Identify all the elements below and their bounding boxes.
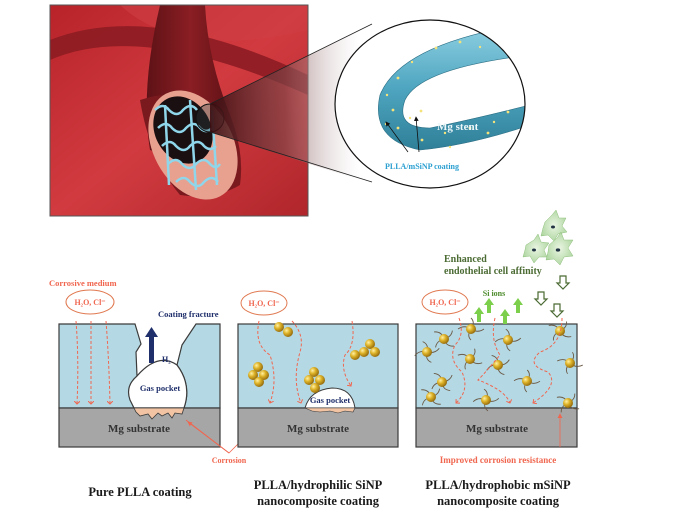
ion-label-1: H₂O, Cl⁻ bbox=[74, 298, 105, 307]
nanoparticle-dots bbox=[384, 34, 517, 149]
mg-stent-label: Mg stent bbox=[437, 121, 479, 133]
gas-pocket-label-2: Gas pocket bbox=[310, 395, 351, 405]
h2-arrow-head bbox=[145, 327, 158, 337]
cell-affinity-line-1: Enhanced bbox=[444, 254, 487, 265]
coating-label: PLLA/mSiNP coating bbox=[385, 162, 459, 171]
msinp-particle bbox=[439, 334, 449, 344]
branch-vessel bbox=[50, 26, 308, 95]
msinp-particle bbox=[493, 360, 503, 370]
gas-pocket-label-1: Gas pocket bbox=[140, 383, 181, 393]
caption-hydrophobic-line-2: nanocomposite coating bbox=[437, 494, 560, 508]
msinp-particle bbox=[522, 376, 532, 386]
cell-attachment-arrows bbox=[533, 275, 571, 318]
panel-pure-plla bbox=[58, 289, 221, 448]
caption-pure-plla: Pure PLLA coating bbox=[88, 485, 192, 499]
corrosive-medium-label: Corrosive medium bbox=[49, 278, 117, 288]
msinp-particle bbox=[465, 354, 475, 364]
gas-pocket bbox=[127, 359, 188, 409]
caption-hydrophobic-line-1: PLLA/hydrophobic mSiNP bbox=[425, 478, 571, 492]
msinp-particles bbox=[414, 317, 583, 413]
coating-fracture-label: Coating fracture bbox=[158, 309, 219, 319]
si-ions-label: Si ions bbox=[483, 289, 505, 298]
panel-hydrophobic-msinp bbox=[414, 209, 583, 448]
corrosive-diffusion-arrows-2 bbox=[257, 320, 354, 403]
substrate-label-1: Mg substrate bbox=[108, 423, 170, 435]
msinp-particle bbox=[555, 326, 565, 336]
ion-bubble-3 bbox=[421, 289, 469, 315]
ion-bubble-1 bbox=[65, 289, 115, 315]
msinp-particle bbox=[422, 347, 432, 357]
zoom-cone bbox=[210, 30, 360, 180]
si-ion-arrows bbox=[474, 298, 523, 324]
ion-label-3: H₂O, Cl⁻ bbox=[429, 298, 460, 307]
h2-arrow-shaft bbox=[149, 335, 154, 363]
resistance-label: Improved corrosion resistance bbox=[440, 455, 557, 465]
msinp-particle bbox=[437, 377, 447, 387]
corrosion-pit-2 bbox=[304, 407, 356, 414]
corrosion-label: Corrosion bbox=[212, 456, 247, 465]
endothelial-cells bbox=[522, 209, 574, 266]
ion-label-2: H₂O, Cl⁻ bbox=[248, 299, 279, 308]
caption-hydrophilic-line-2: nanocomposite coating bbox=[257, 494, 380, 508]
corrosive-diffusion-arrows bbox=[76, 320, 110, 404]
msinp-particle bbox=[565, 358, 575, 368]
mg-substrate-3 bbox=[415, 407, 578, 448]
caption-hydrophilic-line-1: PLLA/hydrophilic SiNP bbox=[254, 478, 383, 492]
msinp-particle bbox=[503, 335, 513, 345]
msinp-particle bbox=[426, 392, 436, 402]
corrosion-pit-1 bbox=[133, 407, 185, 420]
substrate-label-3: Mg substrate bbox=[466, 423, 528, 435]
stent-strut bbox=[378, 24, 525, 151]
magnified-stent-view bbox=[334, 19, 526, 189]
msinp-particle bbox=[481, 395, 491, 405]
msinp-particle bbox=[466, 324, 476, 334]
h2-label: H₂ bbox=[162, 355, 171, 364]
substrate-label-2: Mg substrate bbox=[287, 423, 349, 435]
ion-bubble-2 bbox=[240, 290, 288, 316]
gas-pocket-2 bbox=[304, 387, 356, 409]
tortuous-diffusion-arrows bbox=[452, 317, 563, 403]
sinp-clusters bbox=[248, 322, 380, 393]
msinp-particle bbox=[563, 398, 573, 408]
cell-affinity-line-2: endothelial cell affinity bbox=[444, 266, 542, 277]
mg-substrate-2 bbox=[237, 407, 399, 448]
panel-hydrophilic-sinp bbox=[237, 290, 399, 448]
